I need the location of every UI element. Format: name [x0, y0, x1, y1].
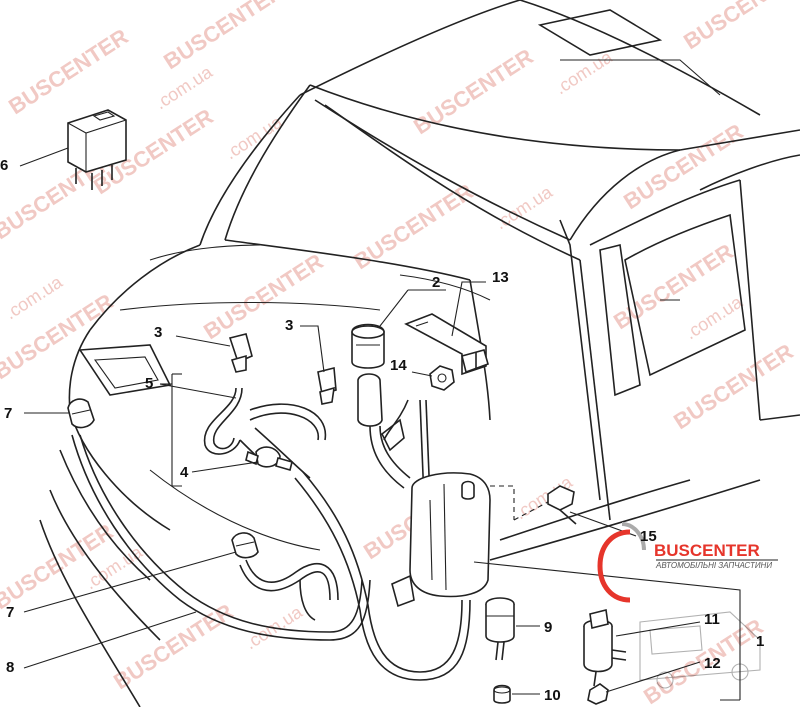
watermark-brand: BUSCENTER [619, 119, 748, 215]
watermark-domain: .com.ua [551, 46, 616, 98]
hose-assembly [23, 373, 471, 681]
mounting-bracket [404, 281, 489, 376]
vehicle-body-outline [39, 0, 800, 707]
callout-7: 7 [4, 405, 12, 422]
callout-9: 9 [544, 619, 552, 636]
watermark-brand: BUSCENTER [199, 249, 328, 345]
callout-13: 13 [492, 269, 509, 286]
callout-2: 2 [432, 274, 440, 291]
washer-nozzle-right [300, 325, 337, 405]
watermark-brand: BUSCENTER [159, 0, 288, 74]
watermark-domain: .com.ua [681, 291, 746, 343]
watermark-domain: .com.ua [151, 61, 216, 113]
callout-6: 6 [0, 157, 8, 174]
watermark-brand: BUSCENTER [409, 44, 538, 140]
callout-labels: 1 2 3 3 4 5 6 7 7 8 9 10 11 12 13 14 15 [0, 157, 764, 704]
watermark-brand: BUSCENTER [4, 24, 133, 120]
washer-pump-11 [583, 609, 701, 687]
washer-reservoir [391, 472, 741, 701]
callout-11: 11 [704, 611, 720, 628]
logo-wordmark: BUSCENTER [654, 541, 760, 560]
van-silhouette [639, 611, 761, 689]
watermark-domain: .com.ua [1, 271, 66, 323]
relay-part [19, 109, 127, 190]
callout-15: 15 [640, 528, 657, 545]
headlamp-nozzle-lower [23, 532, 259, 613]
buscenter-logo: BUSCENTER АВТОМОБІЛЬНІ ЗАПЧАСТИНИ [597, 522, 778, 603]
grommet-part [493, 684, 540, 704]
watermark-brand: BUSCENTER [679, 0, 800, 54]
callout-5: 5 [145, 375, 153, 392]
washer-nozzle-left [175, 333, 253, 373]
watermark-brand: BUSCENTER [109, 599, 238, 695]
callout-8: 8 [6, 659, 14, 676]
callout-7: 7 [6, 604, 14, 621]
watermark-domain: .com.ua [221, 111, 286, 163]
callout-14: 14 [390, 357, 407, 374]
callout-3: 3 [154, 324, 162, 341]
bolt-part [547, 485, 637, 537]
watermark-brand: BUSCENTER [669, 339, 798, 435]
washer-pump-9 [485, 597, 540, 661]
callout-3: 3 [285, 317, 293, 334]
logo-tagline: АВТОМОБІЛЬНІ ЗАПЧАСТИНИ [655, 561, 772, 570]
headlamp-nozzle-upper [24, 398, 95, 429]
filler-cap [351, 289, 446, 369]
callout-1: 1 [756, 633, 764, 650]
pump-seal-12 [587, 661, 701, 705]
nut-part [411, 365, 455, 391]
t-connector [191, 446, 293, 473]
connection-guides [490, 485, 549, 521]
callout-4: 4 [180, 464, 189, 481]
filler-neck [357, 373, 411, 489]
callout-12: 12 [704, 655, 721, 672]
callout-10: 10 [544, 687, 561, 704]
